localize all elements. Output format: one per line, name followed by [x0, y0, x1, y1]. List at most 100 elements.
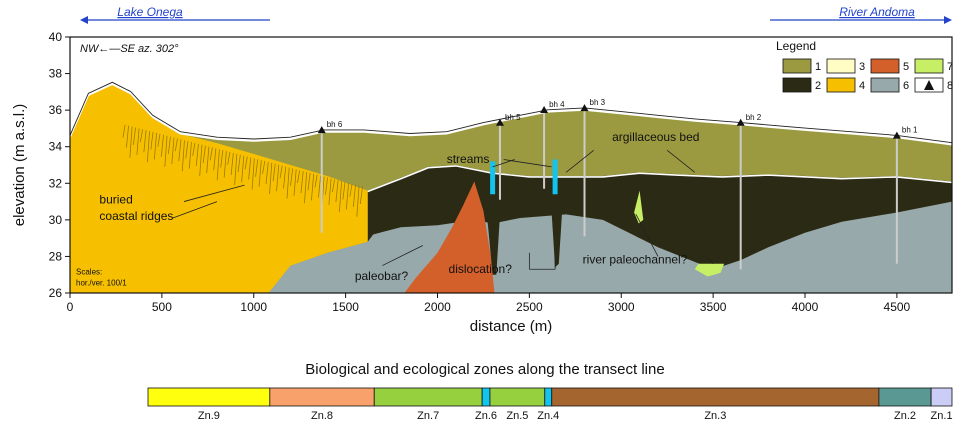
ridge-tick — [297, 170, 301, 184]
y-tick-label: 34 — [49, 140, 63, 154]
ridge-tick — [265, 161, 269, 185]
ridge-tick — [332, 179, 335, 193]
legend-item: 7 — [914, 58, 953, 74]
zone-segment: Zn.1 — [930, 387, 953, 422]
ridge-tick — [241, 155, 245, 183]
x-tick-label: 2500 — [516, 300, 543, 314]
ridge-tick — [338, 181, 342, 213]
leader-line — [382, 245, 423, 266]
borehole: bh 6 — [317, 120, 343, 233]
zone-label: Zn.7 — [417, 410, 439, 422]
zone-label: Zn.9 — [198, 410, 220, 422]
scale-note-line: Scales: — [76, 268, 102, 277]
legend-label: 3 — [859, 61, 865, 73]
legend-item: 6 — [870, 77, 909, 93]
annotation-text: river paleochannel? — [583, 253, 688, 267]
surface-outline — [69, 81, 953, 144]
borehole-label: bh 1 — [902, 126, 918, 135]
ridge-tick — [220, 150, 224, 168]
ridge-tick — [139, 129, 143, 143]
borehole-label: bh 4 — [549, 100, 565, 109]
dislocation-trench — [551, 205, 563, 268]
scale-note-line: hor./ver. 100/1 — [76, 279, 127, 288]
ridge-tick — [300, 171, 304, 194]
ridge-tick — [143, 130, 147, 153]
x-tick-label: 2000 — [424, 300, 451, 314]
zone-label: Zn.8 — [311, 410, 333, 422]
zone-segment: Zn.7 — [373, 387, 483, 422]
lake-onega-arrowhead — [80, 16, 88, 24]
borehole-label: bh 3 — [590, 98, 606, 107]
borehole: bh 2 — [736, 113, 762, 270]
x-tick-label: 500 — [152, 300, 172, 314]
ridge-tick — [283, 166, 287, 189]
x-tick-label: 0 — [67, 300, 74, 314]
ridge-tick — [122, 124, 126, 138]
legend-item: 1 — [782, 58, 821, 74]
unit-4-ridges — [122, 124, 363, 217]
zone-label: Zn.5 — [506, 410, 528, 422]
annotation-text: buried — [99, 192, 132, 206]
ridge-tick — [248, 157, 252, 180]
annotation-text: dislocation? — [449, 262, 513, 276]
legend-label: 2 — [815, 80, 821, 92]
ridge-tick — [192, 142, 196, 156]
legend-swatch — [870, 58, 900, 74]
ridge-tick — [342, 181, 346, 200]
unit-7-area — [694, 263, 725, 277]
ridge-tick — [157, 133, 161, 147]
legend-item: 4 — [826, 77, 865, 93]
ridge-tick — [269, 162, 273, 195]
ridge-tick — [174, 138, 178, 152]
unit-4-area — [70, 84, 368, 293]
leader-line — [565, 150, 594, 173]
zone-swatch — [269, 387, 375, 407]
ridge-tick — [328, 178, 332, 205]
y-tick-label: 28 — [49, 249, 63, 263]
stream-mark — [490, 161, 496, 195]
ridge-tick — [234, 153, 238, 185]
ridge-tick — [213, 148, 217, 171]
legend-swatch — [782, 58, 812, 74]
ridge-tick — [359, 186, 363, 204]
y-tick-label: 40 — [49, 30, 63, 44]
ridge-tick — [167, 136, 171, 155]
zone-swatch — [147, 387, 271, 407]
ridge-tick — [227, 151, 231, 165]
direction-label: NW←—SE az. 302° — [80, 43, 179, 55]
ridge-tick — [314, 174, 318, 188]
zone-segment: Zn.4 — [537, 387, 559, 422]
borehole-triangle — [736, 118, 745, 126]
ridge-tick — [286, 167, 290, 199]
borehole-label: bh 5 — [505, 113, 521, 122]
leader-line — [183, 184, 245, 202]
leader-line — [635, 214, 659, 257]
legend-item: 5 — [870, 58, 909, 74]
unit-5-area — [404, 181, 495, 293]
x-tick-label: 4000 — [792, 300, 819, 314]
surface-line — [69, 83, 953, 146]
ridge-tick — [178, 139, 182, 162]
ridge-tick — [171, 137, 175, 165]
zone-segment: Zn.8 — [269, 387, 375, 422]
ridge-tick — [255, 159, 259, 177]
ridge-tick — [136, 128, 140, 155]
annotation-text: paleobar? — [355, 269, 409, 283]
river-andoma-label: River Andoma — [839, 5, 915, 19]
ridge-tick — [258, 160, 262, 187]
legend-label: 5 — [903, 61, 909, 73]
ridge-tick — [223, 151, 227, 178]
ridge-tick — [244, 156, 248, 170]
legend-item: 3 — [826, 58, 865, 74]
zone-swatch — [930, 387, 953, 407]
ridge-tick — [209, 147, 213, 161]
ridge-tick — [181, 140, 185, 172]
ridge-tick — [237, 154, 241, 173]
y-axis-label: elevation (m a.s.l.) — [11, 104, 28, 227]
ridge-tick — [216, 149, 220, 181]
legend-swatch — [826, 77, 856, 93]
zone-swatch — [551, 387, 880, 407]
x-tick-label: 4500 — [884, 300, 911, 314]
